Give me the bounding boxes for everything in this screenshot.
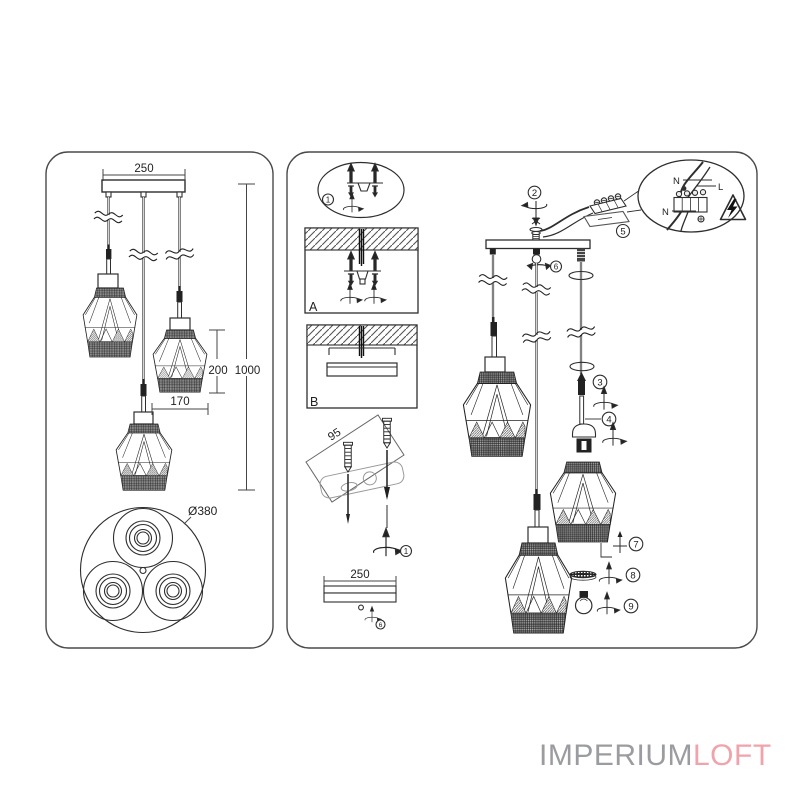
callout-1: 1 <box>326 195 331 204</box>
dim-canopy-width: 250 <box>102 163 186 181</box>
callout-8: 8 <box>630 570 635 581</box>
supply-wire <box>539 206 590 232</box>
callout-2: 2 <box>532 188 537 199</box>
light-bulb-icon <box>574 591 593 615</box>
ring-icon <box>568 270 594 281</box>
main-assembly: 2 6 <box>462 159 747 634</box>
ring-icon <box>569 361 595 372</box>
dim-total-drop-value: 1000 <box>235 365 261 377</box>
top-view-lamp <box>82 560 144 622</box>
pendant-cord-middle <box>521 263 552 544</box>
supply-wire <box>542 212 594 238</box>
mount-bar <box>326 362 398 377</box>
wires <box>358 229 365 266</box>
mount-option-b-label: B <box>310 395 318 409</box>
canopy-bar <box>485 239 591 250</box>
dim-shade-width-value: 170 <box>170 396 189 408</box>
retaining-ring <box>569 570 597 579</box>
callout-6: 6 <box>379 622 383 629</box>
pendant-cord-right <box>164 197 195 331</box>
wiring-neutral-top-label: N <box>673 176 680 187</box>
dim-shade-height-value: 200 <box>208 365 227 377</box>
dim-mount-bar-value: 250 <box>350 569 369 581</box>
dim-canopy-width-value: 250 <box>134 163 153 175</box>
wiring-neutral-left-label: N <box>662 207 669 218</box>
top-view: Ø380 <box>79 504 218 634</box>
pendant-cord-middle <box>128 197 159 425</box>
pendant-cord-left <box>477 254 508 373</box>
dim-shade-height: 200 <box>208 329 228 394</box>
mount-option-a: A <box>304 227 419 314</box>
callout-6: 6 <box>554 262 559 271</box>
dimension-panel: 250 <box>45 151 274 649</box>
mount-option-b: B <box>306 324 418 409</box>
brand-logo: IMPERIUMLOFT <box>539 739 772 772</box>
wiring-line-label: L <box>718 182 723 193</box>
mount-bar-detail: 250 6 <box>323 569 397 630</box>
canopy-bar <box>101 179 186 193</box>
mount-option-a-label: A <box>309 300 318 314</box>
callout-1: 1 <box>404 547 409 556</box>
dim-layout-diameter-value: Ø380 <box>188 504 218 518</box>
lamp-socket <box>571 423 597 453</box>
step1-anchor-oval: 1 <box>317 161 405 219</box>
callout-5: 5 <box>620 226 625 237</box>
dimension-panel-frame <box>45 151 274 649</box>
dim-shade-width: 170 <box>151 396 209 415</box>
wiring-detail: N L N <box>637 159 747 233</box>
anchor-detail: 95 1 <box>305 414 413 558</box>
terminal-block <box>589 193 627 215</box>
callout-3: 3 <box>597 377 602 388</box>
callout-9: 9 <box>628 601 633 612</box>
pendant-cord-left <box>93 197 124 289</box>
threaded-nipple <box>577 248 585 262</box>
logo-accent-text: LOFT <box>693 739 772 772</box>
assembly-panel: 1 A B <box>286 151 758 649</box>
pendant-cord-right <box>566 262 597 425</box>
logo-primary-text: IMPERIUM <box>539 739 693 772</box>
electric-warning-icon <box>719 194 747 221</box>
top-view-lamp <box>142 560 204 622</box>
dim-total-drop: 1000 <box>235 183 261 491</box>
callout-4: 4 <box>606 414 611 425</box>
wires <box>358 326 365 358</box>
dim-anchor-plate-value: 95 <box>326 426 343 443</box>
callout-7: 7 <box>633 539 638 550</box>
terminal-plate <box>583 210 630 228</box>
